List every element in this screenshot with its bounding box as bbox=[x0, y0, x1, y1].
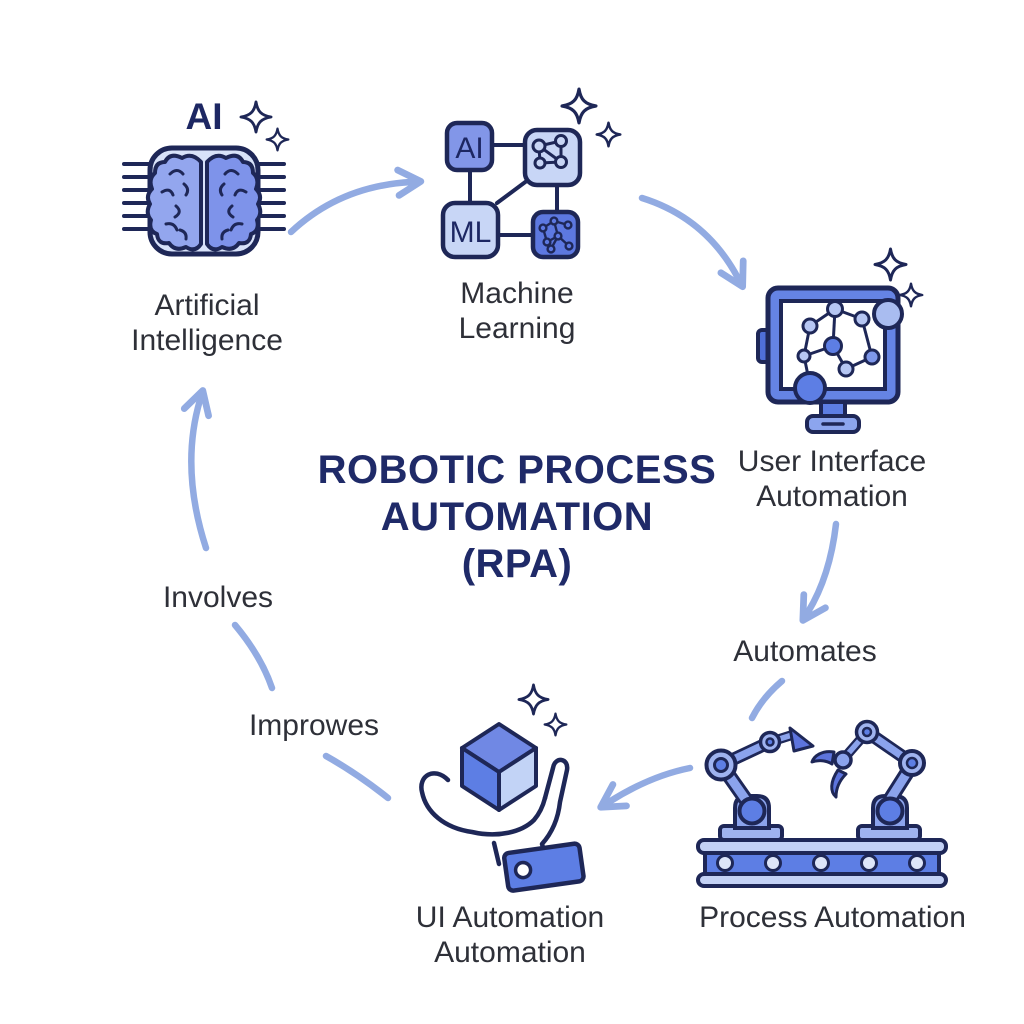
brain-right-hemisphere bbox=[205, 153, 263, 252]
ai-label-line2: Intelligence bbox=[131, 324, 283, 357]
automates-label: Automates bbox=[733, 635, 877, 668]
arrow-ml-to-uia bbox=[638, 194, 747, 291]
ml-label-line2: Learning bbox=[458, 312, 576, 345]
connector-improves-to-involves bbox=[231, 621, 276, 692]
uia-label-line2: Automation bbox=[756, 480, 908, 513]
machine-learning-nodes-icon: AI ML bbox=[440, 120, 583, 260]
connector-hand-to-improves bbox=[322, 752, 392, 802]
monitor-network-icon bbox=[756, 285, 904, 434]
artificial-intelligence-label: Artificial Intelligence bbox=[92, 288, 322, 358]
involves-label: Involves bbox=[162, 581, 274, 614]
sparkle-icon bbox=[873, 247, 908, 282]
user-interface-automation-label: User Interface Automation bbox=[707, 444, 957, 514]
ui-automation-label-line2: Automation bbox=[434, 936, 586, 969]
title-line-3: (RPA) bbox=[461, 542, 573, 586]
hand-cube-icon bbox=[419, 722, 586, 893]
process-automation-label: Process Automation bbox=[699, 901, 966, 934]
robot-arm-right bbox=[810, 719, 926, 842]
machine-learning-label: Machine Learning bbox=[402, 276, 632, 346]
arrow-ai-to-ml bbox=[287, 166, 425, 236]
robot-arm-left bbox=[704, 726, 815, 842]
sparkle-icon bbox=[543, 712, 568, 737]
hand-cuff bbox=[501, 841, 586, 893]
claw-joint bbox=[833, 750, 853, 770]
sparkle-icon bbox=[595, 121, 622, 148]
title-line-1: ROBOTIC PROCESS bbox=[317, 448, 717, 492]
uia-label-line1: User Interface bbox=[737, 445, 927, 478]
robot-arms-conveyor-icon bbox=[696, 719, 948, 888]
neural-net-glyph bbox=[538, 216, 574, 254]
sparkle-icon bbox=[517, 683, 550, 716]
gripper-wedge bbox=[788, 726, 815, 753]
ui-automation-label-line1: UI Automation bbox=[415, 901, 605, 934]
sparkle-icon bbox=[265, 127, 290, 152]
arrow-uia-to-automates bbox=[799, 520, 840, 624]
screen-corner-node-large bbox=[872, 298, 904, 330]
screen-corner-node-bottom bbox=[793, 371, 827, 405]
ml-square-ml-text: ML bbox=[450, 216, 492, 249]
ai-badge: AI bbox=[185, 96, 223, 137]
claw-prong-upper bbox=[810, 750, 836, 766]
connector-automates-to-robots bbox=[748, 677, 786, 722]
claw-prong-lower bbox=[830, 768, 848, 799]
sparkle-icon bbox=[898, 282, 924, 308]
hand-outline bbox=[419, 757, 570, 867]
brain-left-hemisphere bbox=[145, 153, 203, 252]
ai-brain-chip-icon bbox=[122, 145, 286, 257]
conveyor-belt bbox=[696, 838, 948, 888]
page-title: ROBOTIC PROCESS AUTOMATION (RPA) bbox=[317, 447, 717, 588]
title-line-2: AUTOMATION bbox=[380, 495, 654, 539]
arrow-involves-to-ai bbox=[180, 387, 212, 552]
ai-label-line1: Artificial bbox=[154, 289, 260, 322]
improves-label: Improwes bbox=[248, 709, 380, 742]
ml-square-ai-text: AI bbox=[455, 132, 483, 165]
network-nodes-glyph bbox=[531, 134, 568, 170]
sparkle-icon bbox=[239, 100, 273, 134]
ui-automation-label: UI Automation Automation bbox=[396, 900, 624, 970]
ml-label-line1: Machine bbox=[460, 277, 574, 310]
arrow-robots-to-hand bbox=[597, 764, 694, 811]
monitor-stand-neck bbox=[819, 400, 847, 418]
screen-network-graph bbox=[796, 300, 881, 386]
cube bbox=[460, 722, 538, 812]
sparkle-icon bbox=[560, 87, 598, 125]
